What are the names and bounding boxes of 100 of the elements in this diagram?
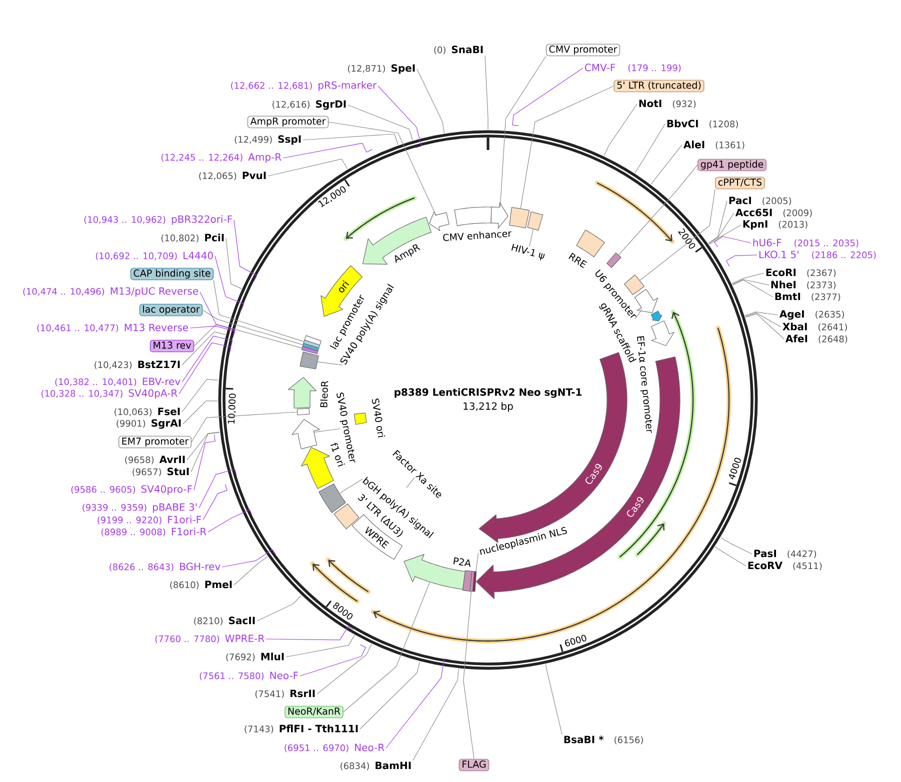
leader-line — [545, 664, 562, 735]
leader-line — [640, 188, 716, 281]
leader-line — [463, 591, 474, 760]
tick-label: 4000 — [728, 458, 741, 480]
leader-line — [328, 122, 436, 216]
leader-line — [726, 254, 758, 266]
feature-label: BleoR — [320, 380, 328, 408]
primer-label: (12,662 .. 12,681) pRS-marker — [231, 81, 377, 91]
leader-line — [406, 477, 415, 488]
leader-line — [302, 134, 398, 146]
leader-line — [732, 280, 774, 298]
leader-line — [182, 331, 226, 366]
site-label: PacI (2005) — [729, 196, 792, 206]
feature-block — [429, 211, 450, 232]
label-box: gp41 peptide — [698, 158, 767, 172]
primer-label: (8989 .. 9008) F1ori-R — [101, 528, 206, 536]
feature-block — [650, 310, 662, 322]
leader-line — [213, 280, 304, 342]
feature-stripe — [296, 408, 310, 416]
primer-label: (10,461 .. 10,477) M13 Reverse — [37, 324, 188, 332]
feature-block — [490, 202, 508, 229]
primer-label: hU6-F (2015 .. 2035) — [753, 238, 858, 248]
leader-line — [634, 124, 666, 174]
site-label: (9658) AvrII — [125, 456, 185, 464]
leader-line — [268, 158, 348, 176]
primer-label: (7561 .. 7580) Neo-F — [200, 672, 298, 680]
leader-line — [634, 308, 642, 320]
tick-label: 6000 — [564, 634, 586, 646]
primer-label: (9199 .. 9220) F1ori-F — [98, 516, 202, 524]
leader-line — [416, 68, 445, 134]
primer-label: LKO.1 5' (2186 .. 2205) — [759, 250, 876, 260]
site-label: (6834) BamHI — [340, 762, 411, 770]
site-label: AfeI (2648) — [785, 334, 848, 344]
leader-line — [226, 238, 242, 289]
site-label: (9657) StuI — [132, 468, 189, 476]
leader-line — [604, 104, 638, 156]
leader-line — [650, 144, 682, 185]
leader-line — [300, 644, 366, 676]
leader-line — [343, 582, 430, 712]
leader-line — [500, 56, 546, 208]
leader-line — [191, 412, 298, 442]
site-label: (8210) SacII — [194, 616, 255, 626]
feature-stripe — [606, 252, 622, 268]
site-label: KpnI (2013) — [743, 220, 808, 230]
feature-box — [300, 352, 319, 370]
leader-line — [339, 478, 363, 494]
site-label: NheI (2373) — [771, 280, 836, 290]
tick-label: 10,000 — [228, 394, 236, 424]
leader-line — [266, 626, 354, 640]
leader-line — [178, 342, 232, 394]
leader-line — [190, 432, 220, 472]
site-label: BbvCI (1208) — [667, 120, 738, 128]
feature-box — [509, 207, 530, 228]
site-label: (10,063) FseI — [114, 408, 180, 416]
leader-line — [190, 326, 235, 338]
leader-line — [720, 537, 752, 554]
leader-line — [202, 484, 228, 520]
site-label: XbaI (2641) — [782, 322, 847, 332]
site-label: (12,871) SpeI — [348, 64, 415, 74]
primer-label: (6951 .. 6970) Neo-R — [284, 744, 384, 752]
leader-line — [708, 212, 734, 244]
leader-line — [744, 312, 778, 316]
leader-line — [412, 668, 460, 761]
primer-label: (10,943 .. 10,962) pBR322ori-F — [84, 215, 232, 225]
leader-line — [256, 595, 302, 622]
site-label: AleI (1361) — [683, 140, 744, 150]
leader-line — [529, 228, 534, 248]
leader-line — [222, 549, 276, 568]
primer-label: (9339 .. 9359) pBABE 3' — [82, 503, 197, 513]
site-label: (7143) PflFI - Tth111I — [244, 724, 358, 734]
leader-line — [744, 312, 782, 328]
leader-line — [520, 86, 614, 209]
primer-label: (10,692 .. 10,709) L4440 — [96, 252, 213, 260]
site-label: (7541) RsrII — [255, 690, 315, 698]
site-label: (10,423) BstZ17I — [94, 360, 180, 370]
site-label: AgeI (2635) — [779, 310, 844, 320]
site-label: (7692) MluI — [226, 652, 284, 662]
primer-label: (10,328 .. 10,347) SV40pA-R — [42, 389, 178, 399]
label-box: CMV promoter — [546, 44, 620, 56]
leader-line — [732, 272, 764, 284]
leader-line — [314, 428, 340, 432]
leader-line — [234, 556, 268, 586]
leader-line — [282, 142, 373, 158]
leader-line — [714, 236, 752, 248]
feature-label: P2A — [453, 557, 470, 567]
label-box: NeoR/KanR — [284, 706, 344, 718]
feature-stripe — [304, 335, 322, 346]
leader-line — [745, 313, 784, 340]
site-label: (12,065) PvuI — [199, 172, 266, 180]
feature-label: RRE — [568, 252, 588, 268]
leader-line — [202, 310, 304, 346]
leader-line — [194, 324, 302, 348]
label-box: EM7 promoter — [118, 436, 192, 448]
leader-line — [182, 336, 233, 382]
leader-line — [286, 634, 355, 658]
site-label: (0) SnaBI — [434, 46, 483, 54]
leader-line — [732, 279, 770, 286]
feature-box — [527, 212, 544, 231]
leader-line — [316, 644, 372, 694]
leader-line — [194, 434, 216, 490]
